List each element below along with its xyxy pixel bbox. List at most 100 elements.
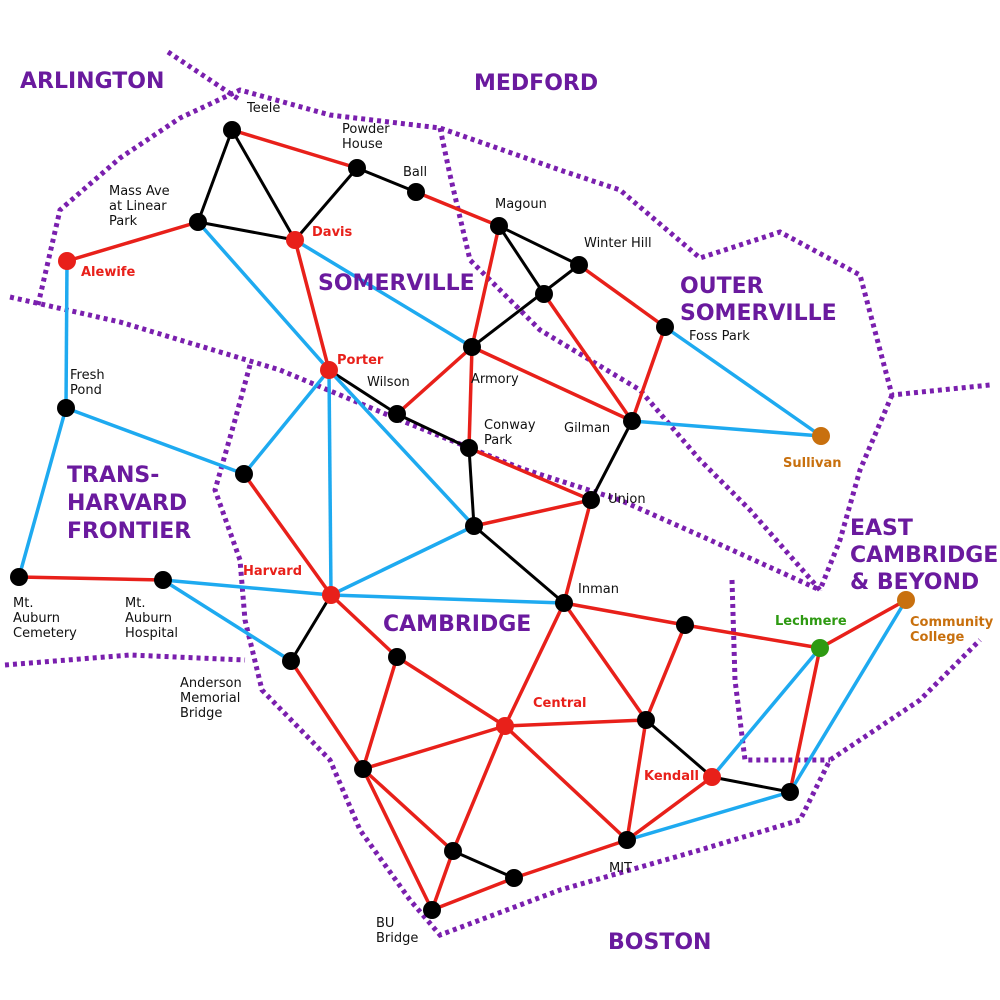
station-teele[interactable] bbox=[223, 121, 241, 139]
station-fresh-pond[interactable] bbox=[57, 399, 75, 417]
station-unnamed-riverside[interactable] bbox=[444, 842, 462, 860]
station-unnamed-cambridgeport[interactable] bbox=[354, 760, 372, 778]
edge-red bbox=[396, 655, 506, 728]
station-union[interactable] bbox=[582, 491, 600, 509]
edge-red bbox=[395, 345, 474, 416]
station-foss-park[interactable] bbox=[656, 318, 674, 336]
station-anderson-memorial-bridge[interactable] bbox=[282, 652, 300, 670]
edge-blue bbox=[162, 578, 292, 663]
edge-red bbox=[542, 293, 634, 422]
edge-red bbox=[431, 876, 515, 912]
edge-red bbox=[293, 239, 331, 371]
label-community-college: College bbox=[910, 630, 965, 645]
label-davis: Davis bbox=[312, 225, 352, 240]
station-inman[interactable] bbox=[555, 594, 573, 612]
station-mass-ave-linear-park[interactable] bbox=[189, 213, 207, 231]
edge-red bbox=[563, 601, 686, 627]
station-porter[interactable] bbox=[320, 361, 338, 379]
station-ball[interactable] bbox=[407, 183, 425, 201]
region-arlington: ARLINGTON bbox=[20, 69, 164, 94]
station-wilson[interactable] bbox=[388, 405, 406, 423]
station-davis[interactable] bbox=[286, 231, 304, 249]
station-community-college[interactable] bbox=[897, 591, 915, 609]
edge-red bbox=[470, 225, 501, 348]
station-unnamed-kendall-north[interactable] bbox=[637, 711, 655, 729]
station-bu-bridge[interactable] bbox=[423, 901, 441, 919]
label-fresh-pond: Fresh bbox=[70, 368, 105, 383]
station-nodes bbox=[10, 121, 915, 919]
edge-black bbox=[356, 166, 417, 194]
label-fresh-pond: Pond bbox=[70, 383, 102, 398]
edge-black bbox=[589, 420, 634, 501]
label-teele: Teele bbox=[246, 101, 280, 116]
edge-blue bbox=[327, 369, 333, 596]
station-unnamed-somerville[interactable] bbox=[535, 285, 553, 303]
label-mt-auburn-cemetery: Mt. bbox=[13, 596, 33, 611]
label-mass-ave: Park bbox=[109, 214, 138, 229]
station-unnamed-east-kendall[interactable] bbox=[781, 783, 799, 801]
station-kendall[interactable] bbox=[703, 768, 721, 786]
region-outer-somerville: SOMERVILLE bbox=[680, 301, 837, 326]
edge-black bbox=[471, 263, 580, 349]
label-foss-park: Foss Park bbox=[689, 329, 750, 344]
label-mt-auburn-hospital: Auburn bbox=[125, 611, 172, 626]
border-outer bbox=[35, 87, 991, 398]
edge-red bbox=[415, 190, 500, 228]
station-winter-hill[interactable] bbox=[570, 256, 588, 274]
label-porter: Porter bbox=[337, 353, 384, 368]
station-unnamed-east-inman[interactable] bbox=[676, 616, 694, 634]
station-mit[interactable] bbox=[618, 831, 636, 849]
edge-black bbox=[473, 524, 565, 605]
edge-blue bbox=[65, 406, 245, 476]
station-mt-auburn-cemetery[interactable] bbox=[10, 568, 28, 586]
region-east-cambridge: & BEYOND bbox=[850, 570, 979, 595]
edge-black bbox=[230, 129, 297, 241]
label-lechmere: Lechmere bbox=[775, 614, 847, 629]
edge-blue bbox=[626, 790, 791, 842]
edge-red bbox=[289, 660, 365, 770]
edge-red bbox=[329, 593, 399, 659]
edge-blue bbox=[330, 593, 565, 605]
station-unnamed-cambridge-north[interactable] bbox=[465, 517, 483, 535]
label-anderson-memorial-bridge: Memorial bbox=[180, 691, 240, 706]
station-powder-house[interactable] bbox=[348, 159, 366, 177]
station-unnamed-trans-harvard[interactable] bbox=[235, 465, 253, 483]
label-mass-ave: at Linear bbox=[109, 199, 167, 214]
region-labels: ARLINGTON MEDFORD SOMERVILLE OUTER SOMER… bbox=[20, 69, 998, 955]
edge-blue bbox=[242, 368, 331, 476]
station-conway-park[interactable] bbox=[460, 439, 478, 457]
station-lechmere[interactable] bbox=[811, 639, 829, 657]
station-sullivan[interactable] bbox=[812, 427, 830, 445]
region-somerville: SOMERVILLE bbox=[318, 271, 475, 296]
station-armory[interactable] bbox=[463, 338, 481, 356]
label-ball: Ball bbox=[403, 165, 427, 180]
edge-black bbox=[328, 368, 398, 416]
region-outer-somerville: OUTER bbox=[680, 274, 764, 299]
station-gilman[interactable] bbox=[623, 412, 641, 430]
border-charles bbox=[4, 652, 246, 668]
edge-red bbox=[18, 575, 164, 582]
station-unnamed-south-mit[interactable] bbox=[505, 869, 523, 887]
edge-red bbox=[503, 602, 566, 727]
station-alewife[interactable] bbox=[58, 252, 76, 270]
station-magoun[interactable] bbox=[490, 217, 508, 235]
edge-red bbox=[504, 718, 647, 728]
label-anderson-memorial-bridge: Anderson bbox=[180, 676, 242, 691]
label-kendall: Kendall bbox=[644, 769, 699, 784]
label-mit: MIT bbox=[609, 861, 632, 876]
station-mt-auburn-hospital[interactable] bbox=[154, 571, 172, 589]
edge-red bbox=[503, 724, 629, 842]
station-central[interactable] bbox=[496, 717, 514, 735]
edge-red bbox=[684, 623, 821, 650]
label-community-college: Community bbox=[910, 615, 994, 630]
station-unnamed-cambridge-west[interactable] bbox=[388, 648, 406, 666]
label-alewife: Alewife bbox=[81, 265, 135, 280]
edge-black bbox=[293, 167, 359, 241]
station-harvard[interactable] bbox=[322, 586, 340, 604]
label-armory: Armory bbox=[471, 372, 519, 387]
label-harvard: Harvard bbox=[243, 564, 302, 579]
edge-black bbox=[645, 718, 713, 779]
label-mt-auburn-cemetery: Auburn bbox=[13, 611, 60, 626]
